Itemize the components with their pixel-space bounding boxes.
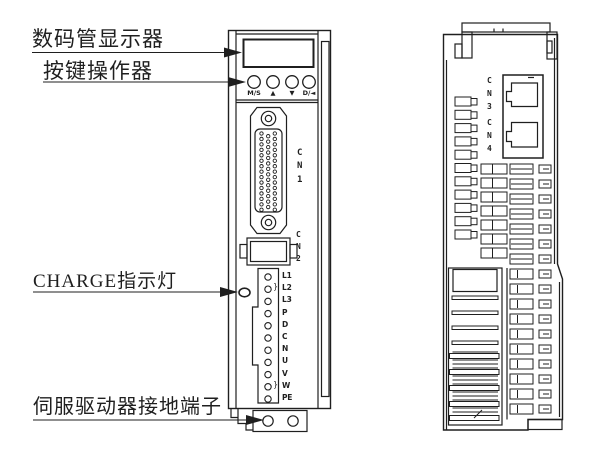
ground-screw-right — [287, 415, 299, 427]
cn2-connector — [239, 237, 298, 266]
terminal-bracket-mark-2: } — [273, 380, 279, 389]
terminal-label-n: N — [282, 344, 289, 353]
cn2-tab-left — [239, 243, 248, 259]
terminal-label-v: V — [282, 369, 288, 378]
rj45-housing — [502, 74, 544, 159]
front-view — [227, 29, 332, 433]
side-foot — [527, 418, 563, 431]
ground-screw-left — [262, 415, 274, 427]
cn1-connector — [249, 106, 288, 235]
arrowhead-display — [224, 47, 242, 58]
callout-ground-label: 伺服驱动器接地端子 — [33, 396, 222, 418]
cn1-screw-top — [260, 110, 277, 127]
button-label-data: D/◄ — [302, 89, 316, 97]
cn2-tab-right — [289, 243, 298, 259]
vent-grid-a — [454, 96, 478, 240]
terminal-label-p: P — [282, 308, 288, 317]
terminal-label-l1: L1 — [282, 271, 292, 280]
vent-grid-c — [509, 163, 534, 415]
button-label-up: ▲ — [270, 89, 276, 97]
vent-grid-b — [480, 163, 508, 259]
terminal-label-d: D — [282, 320, 289, 329]
terminal-bracket-mark-1: } — [273, 282, 279, 291]
button-up — [266, 75, 280, 89]
button-data — [302, 75, 316, 89]
heatsink — [447, 267, 508, 426]
terminal-label-pe: PE — [282, 393, 293, 402]
mounting-bracket — [454, 22, 558, 60]
front-body-outline — [227, 29, 332, 410]
front-right-rail — [320, 40, 330, 398]
cn1-screw-bottom — [260, 214, 277, 231]
drawing — [32, 22, 564, 433]
cn2-label: C — [296, 230, 301, 239]
side-view — [442, 22, 564, 431]
callout-keypad-label: 按键操作器 — [43, 59, 153, 83]
terminal-label-l2: L2 — [282, 283, 292, 292]
terminal-label-w: W — [282, 381, 291, 390]
cn3-port — [505, 82, 539, 108]
front-foot-step — [237, 408, 253, 431]
power-terminal-block — [251, 267, 280, 404]
cn3-label: C — [487, 76, 492, 85]
arrowhead-ground — [246, 415, 264, 425]
heatsink-fins — [449, 295, 500, 421]
terminal-holes — [264, 273, 272, 403]
charge-led — [238, 287, 251, 298]
display-screen — [242, 38, 315, 68]
rj45-ports — [502, 74, 544, 159]
button-label-down: ▼ — [289, 89, 295, 97]
cn1-label: C — [297, 148, 303, 158]
ground-terminal — [230, 408, 308, 433]
callout-charge-label: CHARGE指示灯 — [33, 271, 178, 292]
keypad-buttons — [247, 75, 316, 89]
bracket-hook-left — [461, 31, 473, 59]
callout-display-label: 数码管显示器 — [32, 27, 164, 51]
terminal-label-l3: L3 — [282, 295, 292, 304]
cn1-pins — [259, 131, 277, 212]
terminal-label-u: U — [282, 356, 288, 365]
cn1-pin-field — [254, 128, 283, 213]
heatsink-outline — [447, 267, 503, 426]
cn1-shell — [249, 106, 288, 235]
vent-grid-d — [538, 164, 552, 414]
arrowhead-keypad — [228, 77, 246, 87]
terminal-block-outline — [251, 267, 280, 404]
button-label-ms: M/S — [247, 89, 261, 97]
terminal-label-c: C — [282, 332, 288, 341]
cn4-port — [505, 121, 539, 148]
cn4-label: C — [487, 118, 492, 127]
ground-block — [252, 409, 308, 433]
button-ms — [247, 75, 261, 89]
button-down — [285, 75, 299, 89]
